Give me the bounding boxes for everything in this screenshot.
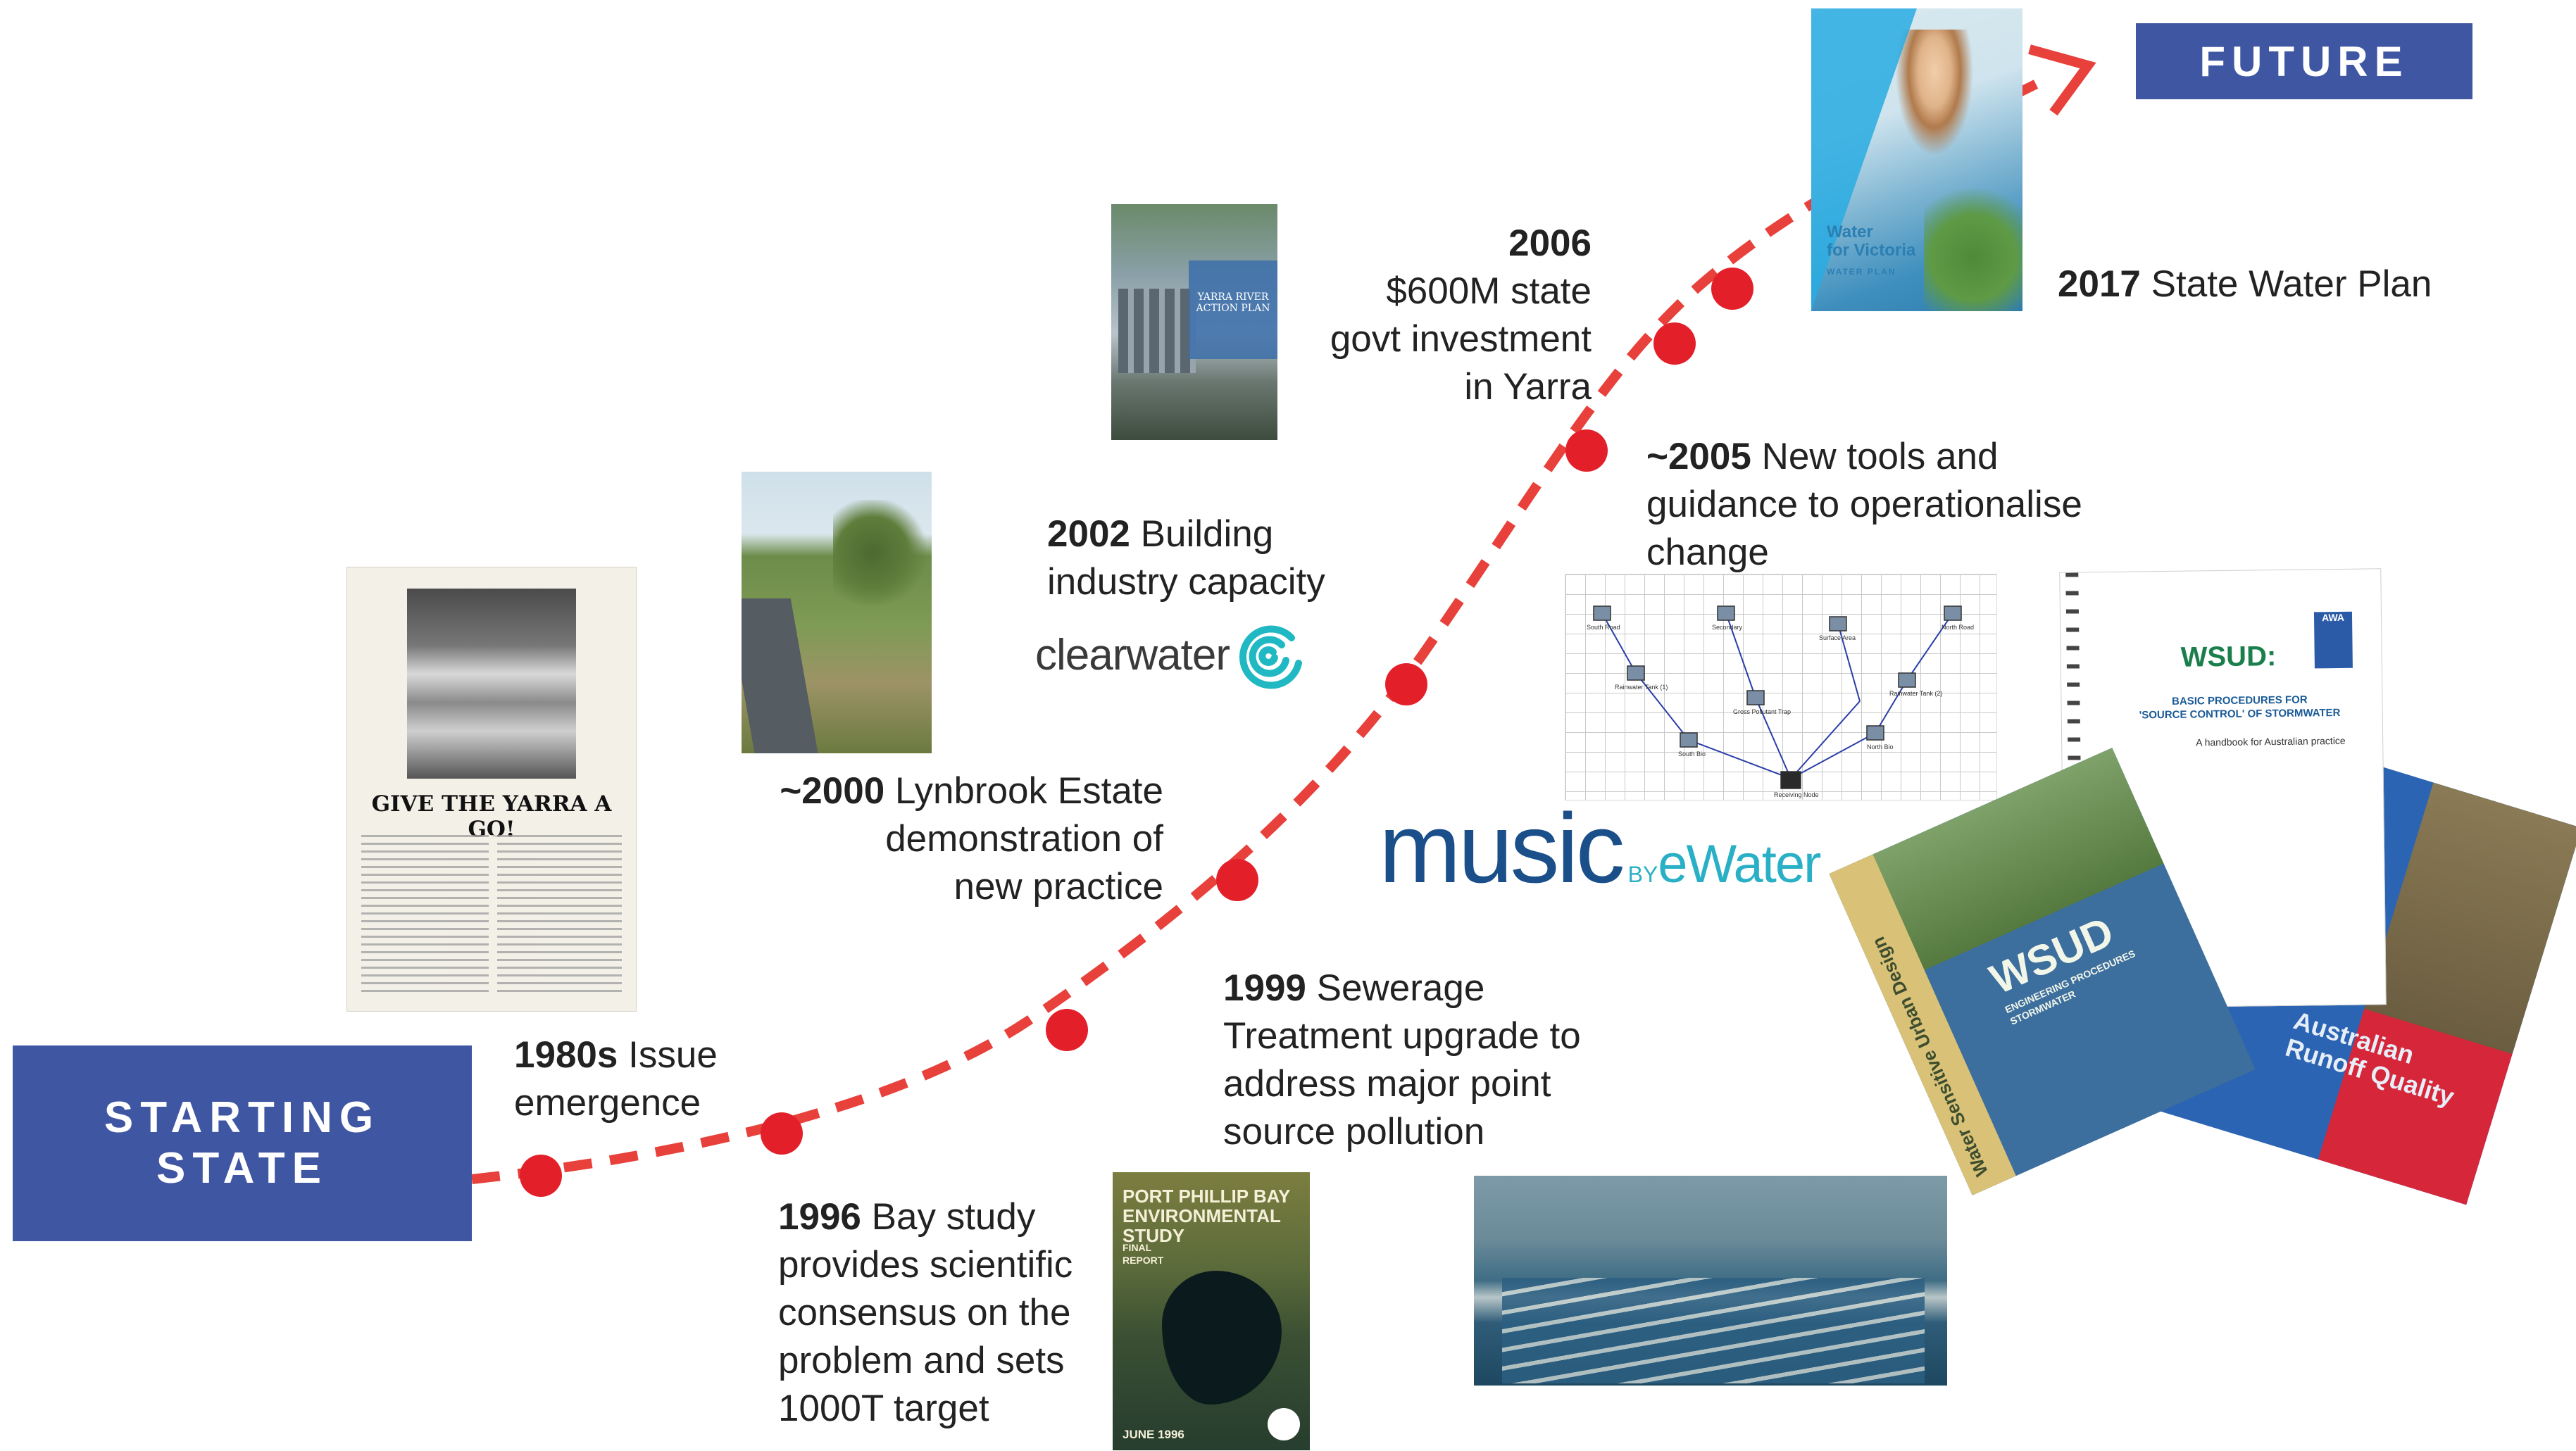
- yarra-action-plan-cover: YARRA RIVER ACTION PLAN: [1111, 204, 1277, 440]
- starting-state-label: STARTING STATE: [104, 1093, 381, 1193]
- port-phillip-bay-study-cover: PORT PHILLIP BAY ENVIRONMENTAL STUDY FIN…: [1113, 1172, 1310, 1450]
- milestone-2000: ~2000 Lynbrook Estate demonstration of n…: [732, 767, 1163, 911]
- milestone-year: 1999: [1223, 967, 1306, 1009]
- node-label: Rainwater Tank (2): [1889, 690, 1942, 697]
- wsud-basic-subtitle-2: A handbook for Australian practice: [2196, 734, 2346, 748]
- music-by-ewater-logo: music BY eWater: [1379, 793, 1821, 903]
- newspaper-text-columns: [361, 835, 622, 997]
- milestone-2005: ~2005 New tools and guidance to operatio…: [1646, 433, 2082, 577]
- milestone-year: ~2005: [1646, 436, 1751, 477]
- milestone-desc: Issue emergence: [514, 1034, 718, 1124]
- wsud-basic-subtitle: BASIC PROCEDURES FOR 'SOURCE CONTROL' OF…: [2139, 693, 2341, 722]
- clearwater-logo: clearwater: [1035, 620, 1308, 690]
- milestone-desc: Lynbrook Estate demonstration of new pra…: [885, 770, 1163, 907]
- milestone-year: 1996: [778, 1196, 861, 1238]
- newspaper-headline: GIVE THE YARRA A GO!: [371, 791, 612, 842]
- milestone-1980s: 1980s Issue emergence: [514, 1031, 718, 1127]
- timeline-dot: [1565, 429, 1608, 472]
- lynbrook-estate-photo: [742, 472, 932, 753]
- node-label: North Bio: [1867, 743, 1894, 750]
- milestone-year: 2017: [2058, 263, 2141, 305]
- timeline-dot: [520, 1155, 562, 1197]
- vic-plan-title: Water for Victoria: [1827, 222, 1916, 260]
- music-by: BY: [1627, 862, 1658, 887]
- milestone-1996: 1996 Bay study provides scientific conse…: [778, 1193, 1073, 1433]
- timeline-dot: [1385, 663, 1427, 705]
- timeline-arrowhead: [2028, 44, 2096, 116]
- milestone-1999: 1999 Sewerage Treatment upgrade to addre…: [1223, 965, 1581, 1156]
- clearwater-wordmark: clearwater: [1035, 630, 1230, 679]
- yarra-plan-title: YARRA RIVER ACTION PLAN: [1196, 291, 1270, 314]
- newspaper-photo: [407, 589, 576, 779]
- yarra-plan-panel: YARRA RIVER ACTION PLAN: [1189, 260, 1277, 359]
- milestone-2017: 2017 State Water Plan: [2058, 260, 2432, 308]
- node-label: Surface Area: [1819, 634, 1856, 641]
- milestone-desc: New tools and guidance to operationalise…: [1646, 436, 2082, 573]
- milestone-2002: 2002 Building industry capacity: [1047, 510, 1325, 606]
- music-wordmark: music: [1379, 793, 1625, 903]
- timeline-dot: [761, 1112, 803, 1155]
- newspaper-clipping: GIVE THE YARRA A GO!: [346, 567, 637, 1012]
- awa-logo: AWA: [2313, 611, 2353, 669]
- milestone-desc: State Water Plan: [2151, 263, 2432, 305]
- timeline-dot: [1216, 859, 1258, 901]
- milestone-desc: Building industry capacity: [1047, 513, 1325, 603]
- water-for-victoria-cover: Water for Victoria WATER PLAN: [1811, 8, 2022, 311]
- port-phillip-sub: FINAL REPORT: [1123, 1242, 1164, 1266]
- timeline-dot: [1653, 322, 1696, 365]
- csiro-logo: [1268, 1408, 1300, 1440]
- future-label: FUTURE: [2199, 37, 2409, 85]
- timeline-dot: [1046, 1009, 1088, 1051]
- node-label: Rainwater Tank (1): [1615, 684, 1668, 691]
- milestone-year: 2002: [1047, 513, 1130, 555]
- timeline-dot: [1711, 268, 1753, 310]
- cover-plants: [1924, 177, 2022, 311]
- node-label: South Bio: [1678, 750, 1706, 758]
- node-label: South Road: [1587, 624, 1620, 631]
- cover-triangle: [1811, 8, 1917, 311]
- treatment-ponds: [1502, 1278, 1925, 1383]
- ewater-wordmark: eWater: [1658, 834, 1821, 894]
- milestone-desc: Bay study provides scientific consensus …: [778, 1196, 1073, 1429]
- network-graph: South Road Secondary Surface Area North …: [1587, 605, 1974, 798]
- milestone-year: 1980s: [514, 1034, 618, 1076]
- starting-state-box: STARTING STATE: [13, 1045, 472, 1241]
- milestone-desc: Sewerage Treatment upgrade to address ma…: [1223, 967, 1581, 1152]
- wsud-basic-title: WSUD:: [2180, 641, 2277, 673]
- treatment-plant-aerial-photo: [1474, 1176, 1947, 1386]
- bay-satellite-shape: [1162, 1271, 1282, 1405]
- milestone-2006: 2006 $600M state govt investment in Yarr…: [1289, 220, 1592, 411]
- milestone-year: ~2000: [780, 770, 885, 812]
- node-label: Receiving Node: [1774, 791, 1819, 798]
- lynbrook-road: [742, 598, 820, 753]
- awa-label: AWA: [2321, 611, 2345, 624]
- milestone-desc: $600M state govt investment in Yarra: [1330, 270, 1592, 408]
- node-label: Secondary: [1712, 624, 1743, 631]
- milestone-year: 2006: [1508, 222, 1592, 264]
- port-phillip-title: PORT PHILLIP BAY ENVIRONMENTAL STUDY: [1123, 1186, 1291, 1246]
- city-skyline: [1118, 289, 1196, 373]
- node-label: Gross Pollutant Trap: [1733, 708, 1791, 715]
- music-network-diagram: South Road Secondary Surface Area North …: [1565, 574, 1997, 800]
- vic-plan-sub: WATER PLAN: [1827, 267, 1896, 277]
- node-label: North Road: [1942, 624, 1974, 631]
- clearwater-swirl-icon: [1239, 625, 1302, 689]
- timeline-dots: [520, 268, 1753, 1197]
- port-phillip-date: JUNE 1996: [1123, 1428, 1184, 1441]
- lynbrook-trees: [833, 500, 932, 605]
- future-box: FUTURE: [2136, 23, 2472, 99]
